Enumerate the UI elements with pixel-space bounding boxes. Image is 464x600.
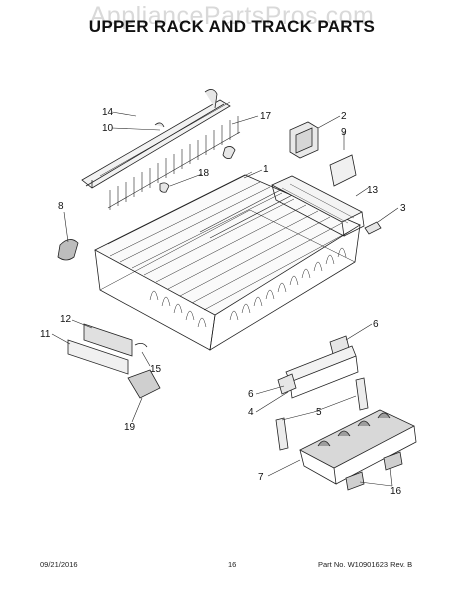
housing-part-12 <box>83 323 133 357</box>
footer-part-number: Part No. W10901623 Rev. B <box>318 560 413 569</box>
rod-part-5-left <box>275 417 289 451</box>
bracket-part-2 <box>289 121 319 159</box>
clip-part-18 <box>159 182 170 193</box>
callout-label: 10 <box>102 123 114 134</box>
callout-labels: 14 10 17 2 9 1 18 13 8 3 12 11 6 15 6 4 … <box>40 107 406 497</box>
callout-label: 13 <box>367 185 379 196</box>
callout-label: 16 <box>390 486 402 497</box>
footer-date: 09/21/2016 <box>40 560 78 569</box>
callout-label: 19 <box>124 422 136 433</box>
slide-part-4 <box>285 345 359 399</box>
callout-label: 8 <box>58 201 64 212</box>
callout-label: 4 <box>248 407 254 418</box>
tray-part-7 <box>299 409 417 485</box>
clip-part-3 <box>364 221 382 235</box>
callout-label: 9 <box>341 127 347 138</box>
callout-label: 11 <box>40 329 51 340</box>
clip-part-16-right <box>383 451 403 471</box>
track-rail <box>81 89 231 189</box>
callout-label: 7 <box>258 472 264 483</box>
basket-part-13 <box>271 175 365 237</box>
callout-label: 12 <box>60 314 72 325</box>
callout-label: 6 <box>373 319 379 330</box>
stop-part-6-lower <box>277 373 297 395</box>
latch-part-19 <box>127 369 161 399</box>
watermark: AppliancePartsPros.com <box>89 2 375 30</box>
callout-label: 17 <box>260 111 272 122</box>
callout-label: 14 <box>102 107 114 118</box>
callout-label: 2 <box>341 111 347 122</box>
upper-rack <box>94 171 361 351</box>
leader-lines <box>51 111 399 487</box>
adjuster-part-8 <box>57 239 79 261</box>
cover-part-9 <box>329 154 357 187</box>
page-title: UPPER RACK AND TRACK PARTS <box>88 17 376 36</box>
callout-label: 18 <box>198 168 210 179</box>
clip-part-17 <box>222 146 236 159</box>
callout-label: 1 <box>263 164 269 175</box>
spring-part-15 <box>134 343 148 348</box>
callout-label: 6 <box>248 389 254 400</box>
handle-part-11 <box>67 339 129 375</box>
footer-page-number: 16 <box>228 560 237 569</box>
callout-label: 15 <box>150 364 162 375</box>
track-tines <box>107 116 241 210</box>
clip-part-16-left <box>345 471 365 491</box>
callout-label: 3 <box>400 203 406 214</box>
rod-part-5-right <box>355 377 369 411</box>
callout-label: 5 <box>316 407 322 418</box>
